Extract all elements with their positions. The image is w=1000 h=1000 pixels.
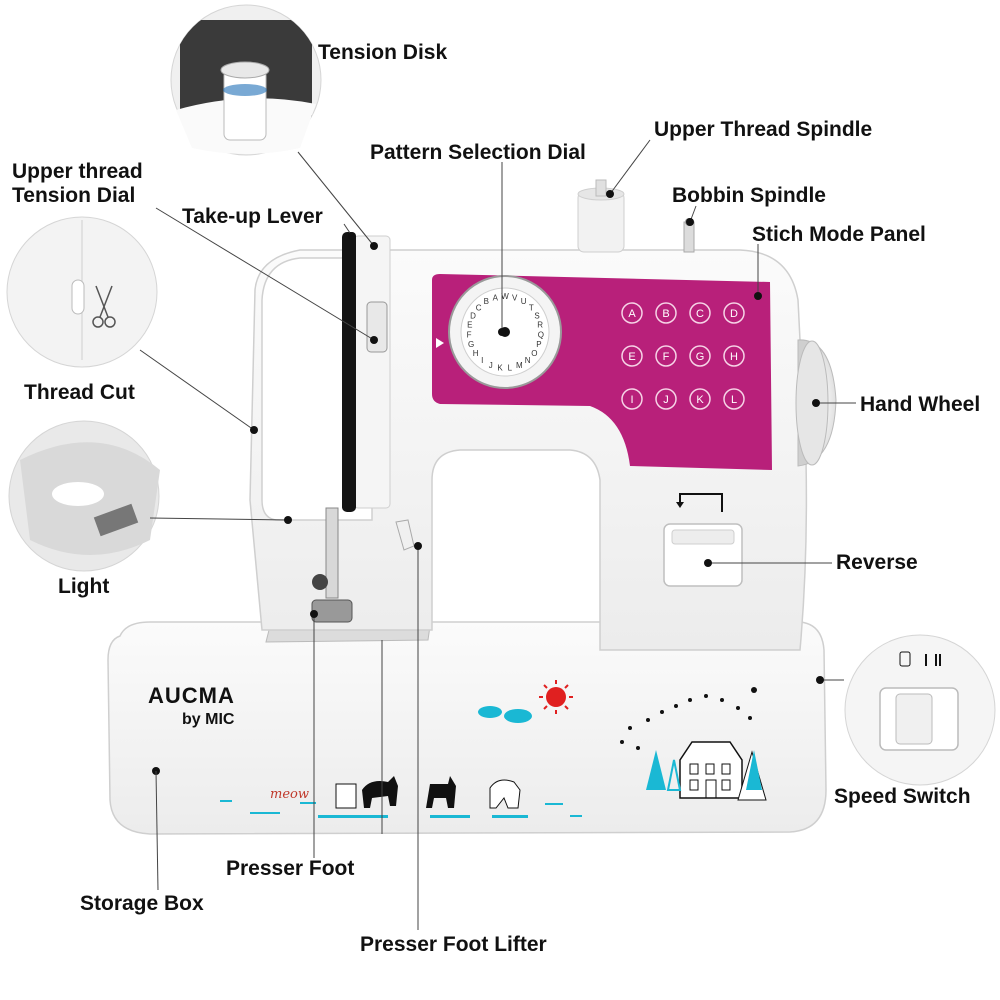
label-stich-mode-panel: Stich Mode Panel (752, 223, 926, 246)
label-upper-thread-tension-dial: Upper thread Tension Dial (12, 160, 143, 207)
inset-speed-switch (844, 634, 996, 786)
meow-text: meow (270, 787, 309, 802)
reverse-lever (663, 493, 743, 587)
stitch-button-ring (621, 388, 643, 410)
dial-letter: H (473, 349, 479, 358)
label-reverse: Reverse (836, 551, 918, 574)
dial-letter: V (512, 293, 518, 302)
label-presser-foot: Presser Foot (226, 857, 355, 880)
dial-letter: W (501, 292, 509, 301)
dial-letter: A (493, 293, 499, 302)
dial-letter: S (534, 311, 539, 320)
dial-letter: C (476, 303, 482, 312)
storage-box (107, 621, 827, 835)
stitch-button-letter: J (663, 394, 669, 406)
label-upper-thread-tension-dial-line2: Tension Dial (12, 183, 136, 207)
stitch-button-letter: B (662, 308, 669, 320)
label-upper-thread-spindle: Upper Thread Spindle (654, 118, 873, 141)
dial-letter: R (537, 321, 543, 330)
label-pattern-selection-dial: Pattern Selection Dial (370, 141, 586, 164)
leader-lines (139, 139, 856, 930)
dial-letter: O (531, 349, 537, 358)
dial-letter: U (521, 297, 527, 306)
stitch-buttons: A B C D E F G H I J K L (621, 302, 745, 410)
dial-letter: M (516, 361, 523, 370)
stitch-button-letter: L (731, 394, 737, 406)
label-hand-wheel: Hand Wheel (860, 393, 981, 416)
inset-light (8, 420, 160, 572)
stitch-button-ring (689, 388, 711, 410)
stitch-button-ring (723, 345, 745, 367)
stitch-button-letter: A (628, 308, 636, 320)
label-tension-disk: Tension Disk (318, 41, 448, 64)
stitch-button-ring (621, 345, 643, 367)
face-plate (353, 235, 391, 509)
stitch-button-ring (655, 388, 677, 410)
presser-screw (312, 574, 328, 590)
dial-letter: D (470, 311, 476, 320)
decorative-illustration (220, 680, 767, 818)
dial-letter: N (525, 356, 531, 365)
stitch-button-ring (655, 345, 677, 367)
label-speed-switch: Speed Switch (834, 785, 971, 808)
inset-tension-disk (170, 4, 322, 156)
dial-letter: B (484, 297, 489, 306)
stitch-button-ring (621, 302, 643, 324)
dial-letter: I (481, 356, 483, 365)
stitch-button-ring (689, 302, 711, 324)
label-upper-thread-tension-dial-line1: Upper thread (12, 160, 143, 183)
stitch-button-ring (655, 302, 677, 324)
upper-thread-spindle-shape (577, 179, 625, 253)
stitch-button-letter: I (630, 394, 633, 406)
dial-letter: K (497, 364, 503, 373)
label-bobbin-spindle: Bobbin Spindle (672, 184, 826, 207)
dial-letter: G (468, 340, 474, 349)
presser-foot-shape (311, 599, 353, 623)
stitch-button-letter: D (730, 308, 738, 320)
brand-name: AUCMA (148, 683, 235, 708)
dial-pointer (436, 338, 444, 348)
stitch-button-letter: H (730, 351, 738, 363)
brand-sub: by MIC (182, 711, 235, 728)
take-up-lever-slot (342, 232, 356, 512)
dial-letter: J (489, 361, 493, 370)
dial-letter: L (508, 364, 513, 373)
scissors-icon (92, 285, 116, 328)
stitch-button-ring (689, 345, 711, 367)
tension-dial (366, 301, 388, 353)
stitch-button-letter: C (696, 308, 704, 320)
stitch-button-letter: F (663, 351, 670, 363)
label-storage-box: Storage Box (80, 892, 204, 915)
dial-letter: T (529, 303, 534, 312)
dial-letter: E (467, 321, 472, 330)
label-light: Light (58, 575, 110, 598)
dial-letter: F (467, 331, 472, 340)
stitch-button-ring (723, 388, 745, 410)
needle-bar (325, 507, 339, 599)
dial-letter: P (536, 340, 541, 349)
inset-thread-cut (6, 216, 158, 368)
stitch-button-letter: K (696, 394, 704, 406)
label-thread-cut: Thread Cut (24, 381, 135, 404)
dial-letter: Q (538, 331, 544, 340)
stitch-button-ring (723, 302, 745, 324)
stitch-button-letter: E (628, 351, 635, 363)
label-presser-foot-lifter: Presser Foot Lifter (360, 933, 547, 956)
label-take-up-lever: Take-up Lever (182, 205, 323, 228)
stitch-button-letter: G (696, 351, 705, 363)
leader-dots (250, 190, 824, 684)
